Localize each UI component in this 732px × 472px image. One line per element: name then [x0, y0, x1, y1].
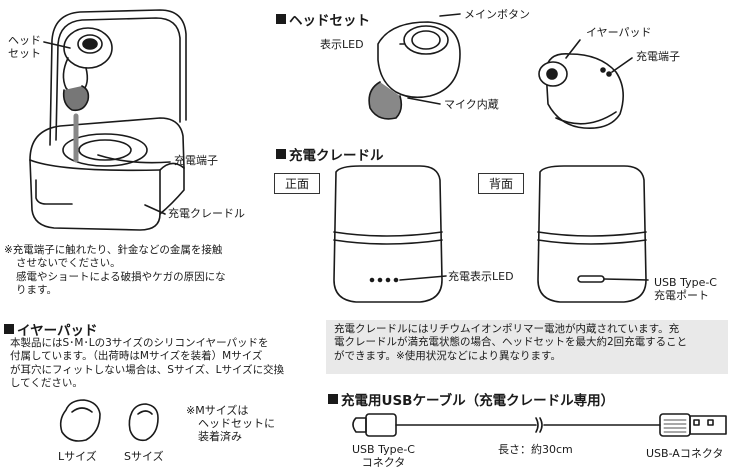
earpad-heading: イヤーパッド	[4, 319, 97, 339]
headset-side-illustration	[368, 13, 461, 120]
cable-length-label: 長さ：約30cm	[498, 443, 573, 456]
ear-pad-label: イヤーパッド	[586, 26, 652, 39]
front-tag: 正面	[274, 173, 321, 194]
m-size-note: ※Mサイズは ヘッドセットに 装着済み	[186, 404, 275, 444]
l-size-label: Lサイズ	[58, 450, 97, 463]
usb-cable-illustration	[352, 413, 727, 437]
cradle-front-illustration	[333, 165, 447, 303]
back-tag: 背面	[478, 173, 525, 194]
cradle-back-illustration	[537, 165, 649, 303]
section-bullet-icon	[328, 394, 338, 404]
section-bullet-icon	[276, 149, 286, 159]
battery-note-panel	[326, 320, 728, 374]
indicator-led-label: 表示LED	[320, 38, 364, 51]
case-terminal-label: 充電端子	[174, 154, 218, 167]
cradle-heading: 充電クレードル	[276, 144, 384, 164]
charge-led-label: 充電表示LED	[448, 270, 514, 283]
earpad-description: 本製品にはS･M･Lの3サイズのシリコンイヤーパッドを 付属しています。（出荷時…	[10, 337, 285, 390]
usb-port-label: USB Type-C 充電ポート	[654, 276, 717, 303]
charge-terminal-label: 充電端子	[636, 50, 680, 63]
main-button-label: メインボタン	[464, 8, 530, 21]
cradle-label: 充電クレードル	[168, 207, 245, 220]
headset-back-illustration	[538, 39, 633, 130]
section-bullet-icon	[4, 324, 14, 334]
battery-note: 充電クレードルにはリチウムイオンポリマー電池が内蔵されています。充 電クレードル…	[334, 323, 688, 362]
headset-heading: ヘッドセット	[276, 9, 370, 29]
section-bullet-icon	[276, 14, 286, 24]
usb-c-connector-label: USB Type-C コネクタ	[352, 443, 415, 470]
earpad-illustrations	[59, 399, 159, 442]
headset-label: ヘッド セット	[8, 34, 41, 61]
open-case-illustration	[29, 9, 187, 231]
s-size-label: Sサイズ	[124, 450, 164, 463]
earbud-in-case-illustration	[62, 27, 113, 112]
mic-label: マイク内蔵	[444, 98, 499, 111]
warning-note: ※充電端子に触れたり、針金などの金属を接触 させないでください。 感電やショート…	[4, 244, 226, 297]
usb-a-connector-label: USB-Aコネクタ	[646, 447, 724, 460]
cable-heading: 充電用USBケーブル（充電クレードル専用）	[328, 389, 614, 409]
